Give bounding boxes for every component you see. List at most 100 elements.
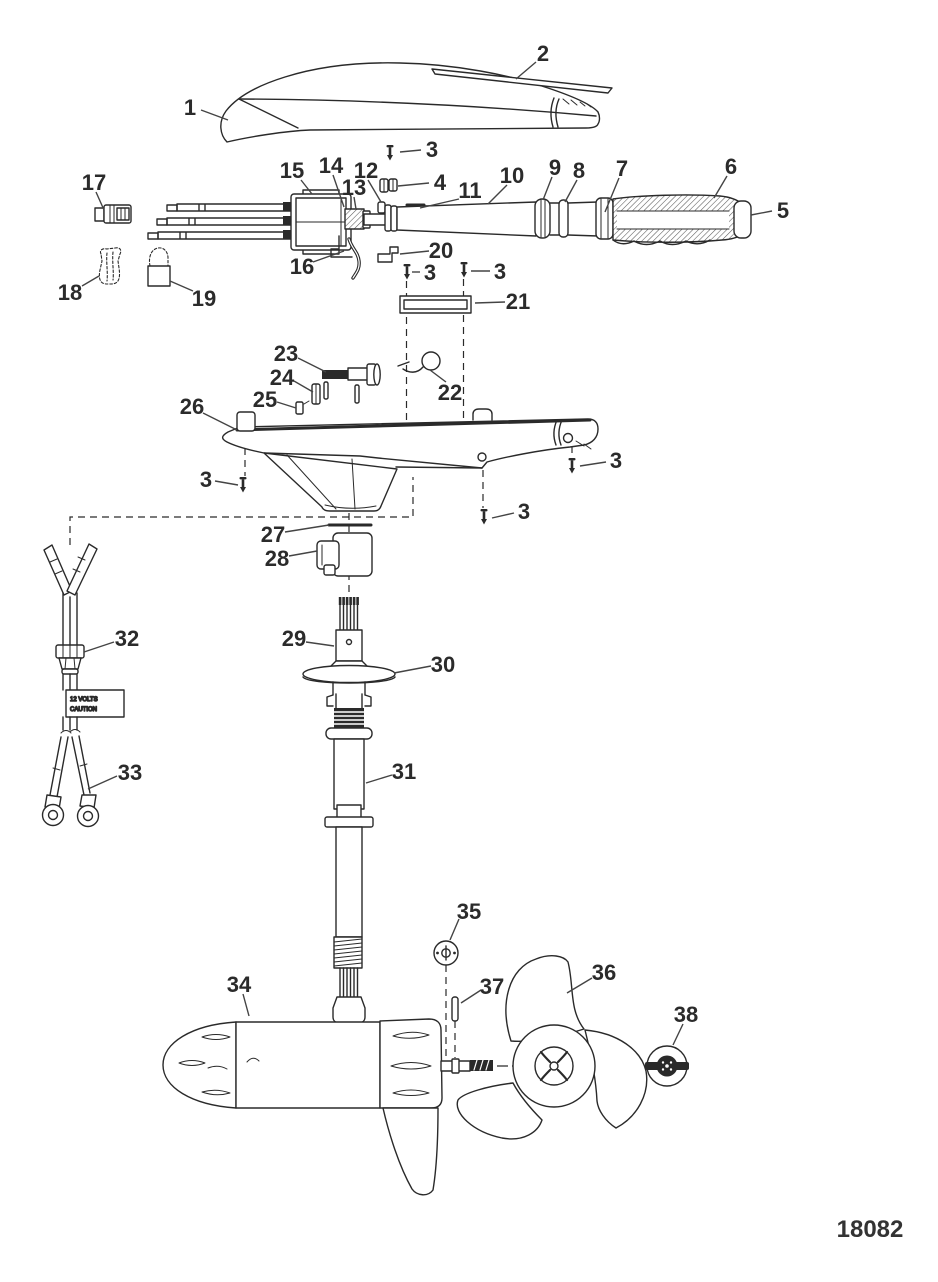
steering-block [316, 532, 373, 577]
callout-label-3-39: 3 [494, 259, 506, 284]
leader-line-7-6 [604, 177, 620, 213]
skeg-fin [382, 1107, 439, 1196]
callout-label-13-12: 13 [342, 175, 366, 200]
retainer-bracket [147, 247, 171, 287]
leader-line-10-9 [487, 184, 508, 205]
leader-line-30-29 [393, 665, 432, 674]
flat-washer [311, 383, 321, 405]
leader-line-32-31 [83, 641, 115, 653]
shaft-top [335, 629, 363, 662]
callout-label-17-16: 17 [82, 170, 106, 195]
leader-line-16-15 [312, 250, 345, 263]
leader-line-21-20 [474, 301, 506, 304]
leader-line-20-19 [399, 250, 430, 255]
callout-label-25-24: 25 [253, 387, 277, 412]
leader-line-2-1 [515, 61, 537, 80]
leader-line-24-23 [293, 380, 314, 393]
lower-unit [162, 1018, 493, 1196]
steering-rod [347, 237, 361, 280]
shaft-tube-upper [333, 738, 365, 810]
leader-line-3-42 [491, 512, 515, 519]
handle-ring-outer [534, 198, 551, 239]
grip-end-cap [733, 200, 752, 239]
callout-label-35-34: 35 [457, 899, 481, 924]
callout-label-37-36: 37 [480, 974, 504, 999]
leader-line-11-10 [419, 198, 460, 209]
tiller-tube [384, 201, 537, 237]
leader-line-9-8 [542, 176, 553, 201]
wiring-cables [147, 203, 293, 240]
callout-label-22-21: 22 [438, 380, 462, 405]
z-bracket [377, 246, 399, 263]
leader-line-38-37 [672, 1023, 684, 1046]
tag-volts-text: 12 VOLTS [70, 697, 98, 703]
callout-label-38-37: 38 [674, 1002, 698, 1027]
leader-line-31-30 [365, 774, 393, 784]
drawing-number: 18082 [837, 1216, 904, 1243]
callout-label-8-7: 8 [573, 158, 585, 183]
depth-knob [236, 411, 256, 432]
leader-line-12-11 [367, 179, 382, 203]
strain-relief [55, 644, 85, 675]
motor-top-collar [332, 996, 366, 1024]
leader-line-5-4 [750, 210, 773, 216]
swivel-assembly [316, 523, 373, 577]
callout-label-21-20: 21 [506, 289, 530, 314]
leader-line-37-36 [460, 989, 482, 1004]
coupler [344, 208, 365, 230]
tag-caution-text: CAUTION [70, 707, 97, 713]
leader-line-3-2 [399, 149, 422, 153]
leader-line-34-33 [242, 993, 250, 1017]
callout-label-6-5: 6 [725, 154, 737, 179]
pivot-bowl [263, 452, 398, 512]
callout-label-18-17: 18 [58, 280, 82, 305]
callout-label-24-23: 24 [270, 365, 295, 390]
depth-collar [302, 664, 396, 684]
motor-wires-upper [338, 597, 359, 633]
leader-line-36-35 [566, 977, 593, 994]
small-pin [295, 400, 310, 415]
prop-nut [645, 1045, 689, 1087]
control-head-assembly [147, 189, 752, 280]
callout-label-19-18: 19 [192, 286, 216, 311]
grip-collar [595, 197, 614, 240]
leader-line-35-34 [449, 918, 460, 941]
mount-bracket [330, 235, 353, 258]
pivot-bolt [322, 363, 381, 404]
callout-label-11-10: 11 [458, 178, 481, 203]
callout-label-36-35: 36 [592, 960, 616, 985]
wire-clips [379, 178, 398, 193]
leader-line-14-13 [332, 174, 345, 208]
callout-label-3-40: 3 [200, 467, 212, 492]
shaft-column [302, 597, 396, 1024]
callout-label-29-28: 29 [282, 626, 306, 651]
callout-label-3-38: 3 [424, 260, 436, 285]
leader-line-19-18 [169, 280, 194, 292]
handle-ring-inner [558, 199, 569, 238]
shear-pin [451, 996, 459, 1022]
ribbed-bushing [334, 708, 364, 728]
propeller-group [433, 940, 689, 1140]
leader-line-1-0 [200, 109, 229, 121]
leader-line-29-28 [305, 641, 335, 647]
callout-label-3-41: 3 [610, 448, 622, 473]
leader-line-15-14 [300, 179, 313, 195]
callout-label-2-1: 2 [537, 41, 549, 66]
motor-head-cover [220, 62, 613, 143]
leader-line-8-7 [564, 179, 578, 203]
callout-label-10-9: 10 [500, 163, 524, 188]
callout-label-14-13: 14 [319, 153, 344, 178]
leader-line-26-25 [202, 412, 238, 431]
callout-label-20-19: 20 [429, 238, 453, 263]
callout-label-33-32: 33 [118, 760, 142, 785]
leader-line-27-26 [284, 524, 330, 533]
callout-label-15-14: 15 [280, 158, 304, 183]
callout-label-9-8: 9 [549, 155, 561, 180]
callout-label-3-2: 3 [426, 137, 438, 162]
cable-coil [333, 936, 363, 969]
cotter-ring [397, 351, 441, 373]
leader-line-18-17 [81, 275, 100, 287]
